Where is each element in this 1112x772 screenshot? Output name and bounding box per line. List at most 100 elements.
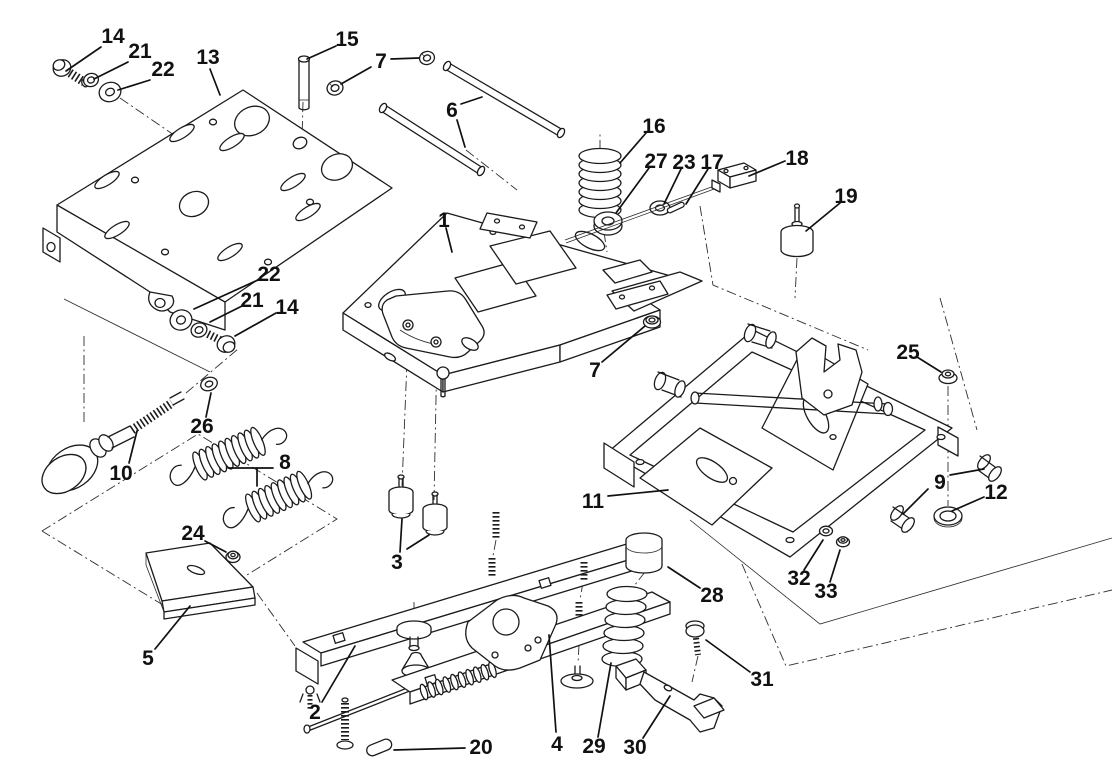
callout-label-4: 4 — [551, 733, 563, 756]
callout-leader-6 — [456, 119, 466, 148]
callout-label-18: 18 — [785, 147, 809, 170]
bushing-9-lower — [890, 505, 915, 533]
callout-label-32: 32 — [787, 567, 810, 590]
callout-leader-16 — [619, 132, 647, 164]
callout-leader-14 — [65, 46, 102, 72]
callout-leader-28 — [667, 566, 701, 589]
bolt-14-top — [52, 59, 89, 88]
screw-with-spring — [336, 697, 354, 750]
nut-33 — [835, 536, 851, 548]
part-1-seat-pan — [342, 212, 703, 398]
callout-leader-3 — [399, 518, 403, 553]
callout-leader-2 — [321, 645, 356, 703]
bolt-14-lower — [206, 330, 236, 353]
callout-label-33: 33 — [814, 580, 837, 603]
callout-leader-22 — [117, 79, 151, 91]
lock-washer-7-right — [418, 50, 436, 66]
callout-label-23: 23 — [672, 151, 695, 174]
callout-label-16: 16 — [642, 115, 665, 138]
callout-leader-4 — [548, 634, 557, 733]
callout-leader-15 — [306, 45, 337, 60]
callout-label-15: 15 — [335, 28, 359, 51]
callout-label-17: 17 — [700, 151, 723, 174]
callout-label-6: 6 — [446, 99, 458, 122]
callout-label-5: 5 — [142, 647, 154, 670]
callout-leader-7 — [390, 57, 420, 60]
pin-17 — [666, 201, 685, 214]
part-13-mounting-plate — [42, 89, 393, 331]
bumper-3-left — [388, 474, 414, 519]
callout-leader-1 — [445, 227, 453, 253]
bolt-31 — [685, 620, 705, 656]
ring-12 — [933, 506, 963, 528]
callout-label-8: 8 — [279, 451, 291, 474]
rod-6-lower — [378, 102, 486, 177]
callout-leader-25 — [916, 356, 942, 373]
callout-leader-22 — [193, 279, 259, 310]
flat-washer-22-top — [98, 81, 122, 103]
callout-leader-9 — [902, 488, 929, 515]
callout-label-31: 31 — [750, 668, 774, 691]
foot-washer — [560, 665, 594, 689]
callout-leader-32 — [803, 539, 824, 571]
callout-leader-21 — [93, 61, 129, 80]
callout-leader-11 — [607, 489, 669, 497]
latch-spring — [419, 661, 497, 701]
callout-leader-6 — [460, 96, 483, 105]
callout-label-13: 13 — [196, 46, 219, 69]
callout-leader-13 — [209, 68, 221, 96]
callout-leader-12 — [951, 496, 985, 512]
part-4-lower-rail — [303, 591, 671, 734]
cap-28 — [625, 532, 663, 574]
callout-label-7: 7 — [375, 50, 387, 73]
flat-washer-22-lower — [169, 309, 193, 331]
callout-leader-23 — [663, 168, 682, 205]
washer-26 — [200, 376, 218, 392]
bumper-3-right — [422, 491, 448, 536]
callout-label-14: 14 — [275, 296, 299, 319]
callout-leader-9 — [949, 468, 985, 476]
callout-label-30: 30 — [623, 736, 646, 759]
callout-leader-24 — [204, 540, 227, 553]
grommet-upper — [396, 620, 432, 652]
callout-leader-31 — [705, 639, 751, 673]
callout-leader-5 — [154, 605, 191, 650]
part-11-suspension-frame — [603, 323, 959, 558]
callout-label-22: 22 — [257, 263, 280, 286]
callout-leader-20 — [393, 747, 466, 751]
part-5-slide-channel — [145, 542, 256, 620]
extension-spring-8-upper — [169, 426, 288, 487]
callout-label-27: 27 — [644, 150, 667, 173]
callout-label-25: 25 — [896, 341, 920, 364]
callout-leader-18 — [748, 160, 786, 177]
callout-label-1: 1 — [438, 209, 450, 232]
lock-washer-21-lower — [190, 322, 208, 338]
callout-label-14: 14 — [101, 25, 125, 48]
callout-leader-7 — [340, 66, 372, 85]
callout-leader-14 — [234, 312, 277, 337]
bracket-30 — [615, 658, 725, 733]
flange-nut-25 — [938, 369, 958, 385]
callout-label-20: 20 — [469, 736, 492, 759]
callout-label-9: 9 — [934, 471, 946, 494]
callout-label-19: 19 — [834, 185, 857, 208]
callout-label-3: 3 — [391, 551, 403, 574]
callout-label-28: 28 — [700, 584, 724, 607]
callout-leader-27 — [615, 167, 650, 214]
flange-nut-7-on-pan — [642, 315, 662, 329]
callout-leader-7 — [601, 325, 646, 363]
callout-label-12: 12 — [984, 481, 1007, 504]
callout-label-11: 11 — [582, 490, 605, 513]
adjustment-knob-10 — [41, 391, 185, 495]
callout-leader-26 — [205, 392, 212, 418]
washer-32 — [818, 525, 834, 537]
callout-leader-17 — [685, 168, 709, 205]
rod-6-upper — [442, 60, 566, 139]
callout-label-2: 2 — [309, 701, 321, 724]
callout-label-10: 10 — [109, 462, 132, 485]
bumper-19 — [780, 203, 814, 258]
callout-leader-3 — [406, 534, 430, 550]
